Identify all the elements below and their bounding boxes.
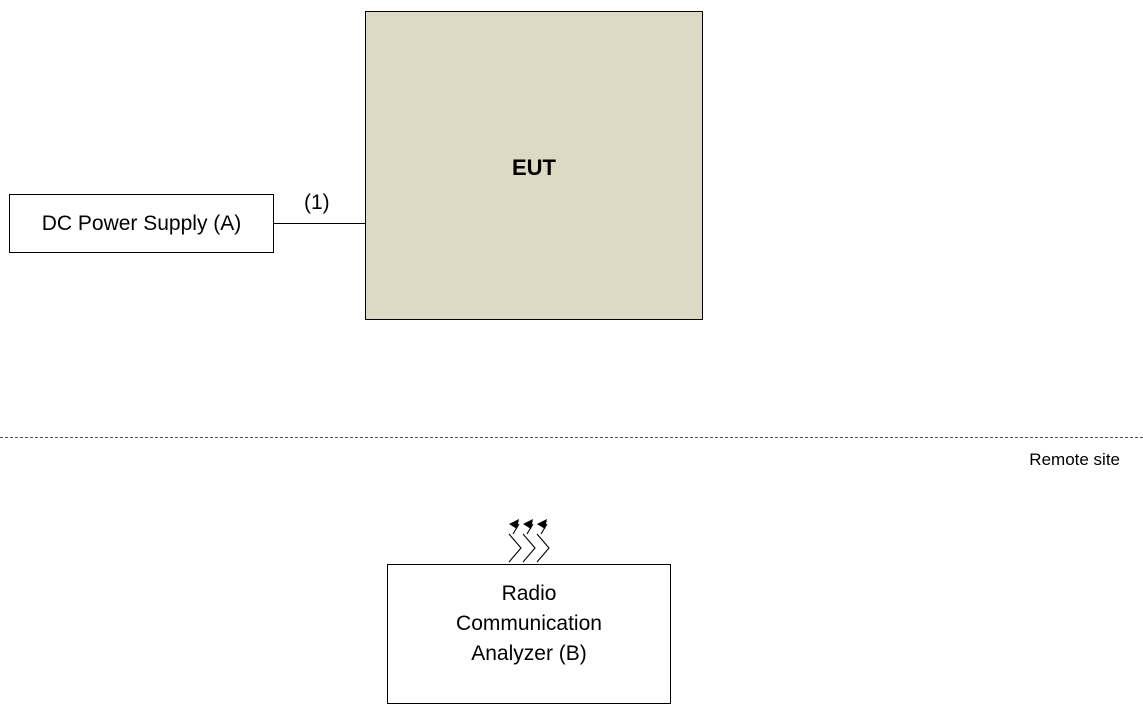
remote-site-divider — [0, 437, 1143, 438]
dc-power-supply-block: DC Power Supply (A) — [9, 194, 274, 253]
analyzer-label-line-2: Communication — [456, 612, 602, 635]
cable-label: (1) — [304, 191, 330, 214]
wireless-signal-icon — [505, 516, 565, 571]
radio-communication-analyzer-block: Radio Communication Analyzer (B) — [387, 564, 671, 704]
analyzer-label-line-3: Analyzer (B) — [471, 642, 587, 665]
dc-power-supply-label: DC Power Supply (A) — [41, 211, 242, 235]
eut-label: EUT — [512, 155, 556, 180]
remote-site-label: Remote site — [1029, 450, 1120, 469]
analyzer-label-line-1: Radio — [501, 582, 557, 605]
analyzer-label: Radio Communication Analyzer (B) — [456, 579, 602, 669]
cable-connection-line — [274, 223, 365, 224]
eut-block: EUT — [365, 11, 703, 320]
